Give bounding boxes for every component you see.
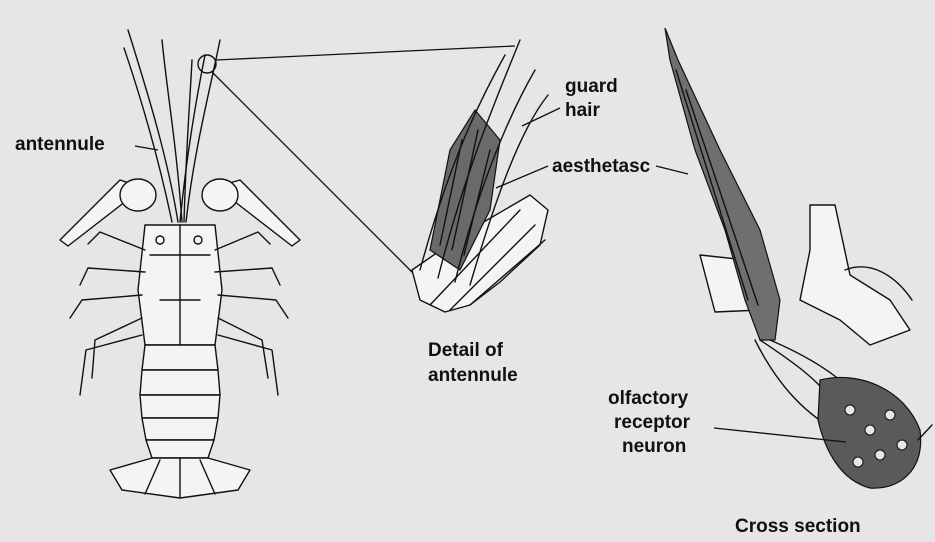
- label-cross-section: Cross section: [735, 516, 861, 537]
- label-olfactory-line3: neuron: [622, 436, 686, 457]
- spiny-lobster-illustration: [60, 30, 300, 498]
- leader-aesthetasc: [496, 166, 548, 188]
- projection-line-top: [216, 46, 515, 60]
- leader-aesthetasc-cross: [656, 166, 688, 174]
- leader-guard-hair: [522, 108, 560, 126]
- antennule-detail-illustration: [412, 40, 548, 312]
- label-antennule: antennule: [15, 134, 105, 155]
- cuticle-plate-right: [800, 205, 910, 345]
- label-detail-line2: antennule: [428, 365, 518, 386]
- cross-section-illustration: [665, 28, 932, 488]
- label-detail-line1: Detail of: [428, 340, 504, 361]
- label-olfactory-line1: olfactory: [608, 388, 689, 409]
- projection-line-bottom: [212, 72, 418, 278]
- magnify-circle: [198, 55, 216, 73]
- label-guard-hair-line1: guard: [565, 76, 618, 97]
- label-olfactory-line2: receptor: [614, 412, 691, 433]
- label-aesthetasc: aesthetasc: [552, 156, 651, 177]
- label-guard-hair-line2: hair: [565, 100, 600, 121]
